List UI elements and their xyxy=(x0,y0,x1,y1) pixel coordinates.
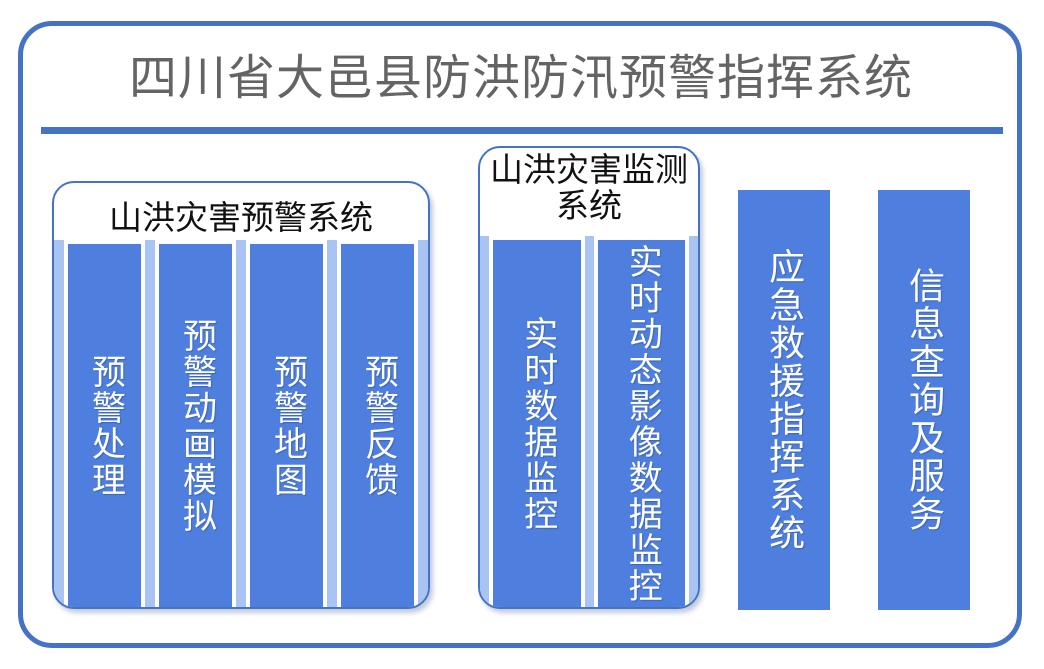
module-realtime-dynamic-image-data-monitoring-label: 实时动态影像数据监控 xyxy=(623,243,661,604)
module-realtime-dynamic-image-data-monitoring[interactable]: 实时动态影像数据监控 xyxy=(593,236,689,607)
panel-warning-system[interactable]: 山洪灾害预警系统 预警处理 预警动画模拟 预警地图 预警反馈 xyxy=(52,181,430,609)
module-warning-map-label: 预警地图 xyxy=(268,353,306,498)
module-information-query-and-service-label: 信息查询及服务 xyxy=(904,267,945,533)
module-information-query-and-service[interactable]: 信息查询及服务 xyxy=(878,190,970,610)
panel-monitoring-system[interactable]: 山洪灾害监测系统 实时数据监控 实时动态影像数据监控 xyxy=(478,146,700,609)
module-warning-feedback[interactable]: 预警反馈 xyxy=(337,240,418,607)
module-warning-processing[interactable]: 预警处理 xyxy=(64,240,145,607)
module-warning-animation-simulation[interactable]: 预警动画模拟 xyxy=(155,240,236,607)
module-realtime-data-monitoring[interactable]: 实时数据监控 xyxy=(489,236,585,607)
header-divider xyxy=(41,127,1003,134)
module-warning-animation-simulation-label: 预警动画模拟 xyxy=(177,317,215,534)
module-emergency-rescue-command-system-label: 应急救援指挥系统 xyxy=(764,248,805,552)
module-realtime-data-monitoring-label: 实时数据监控 xyxy=(518,315,556,532)
module-warning-map[interactable]: 预警地图 xyxy=(246,240,327,607)
module-emergency-rescue-command-system[interactable]: 应急救援指挥系统 xyxy=(738,190,830,610)
panel-monitoring-system-title: 山洪灾害监测系统 xyxy=(490,153,688,226)
panel-warning-system-body: 预警处理 预警动画模拟 预警地图 预警反馈 xyxy=(54,240,428,607)
module-warning-feedback-label: 预警反馈 xyxy=(359,353,397,498)
module-warning-processing-label: 预警处理 xyxy=(86,353,124,498)
page-title: 四川省大邑县防洪防汛预警指挥系统 xyxy=(128,52,913,105)
panel-monitoring-system-body: 实时数据监控 实时动态影像数据监控 xyxy=(480,236,698,607)
panel-warning-system-title: 山洪灾害预警系统 xyxy=(109,201,373,237)
